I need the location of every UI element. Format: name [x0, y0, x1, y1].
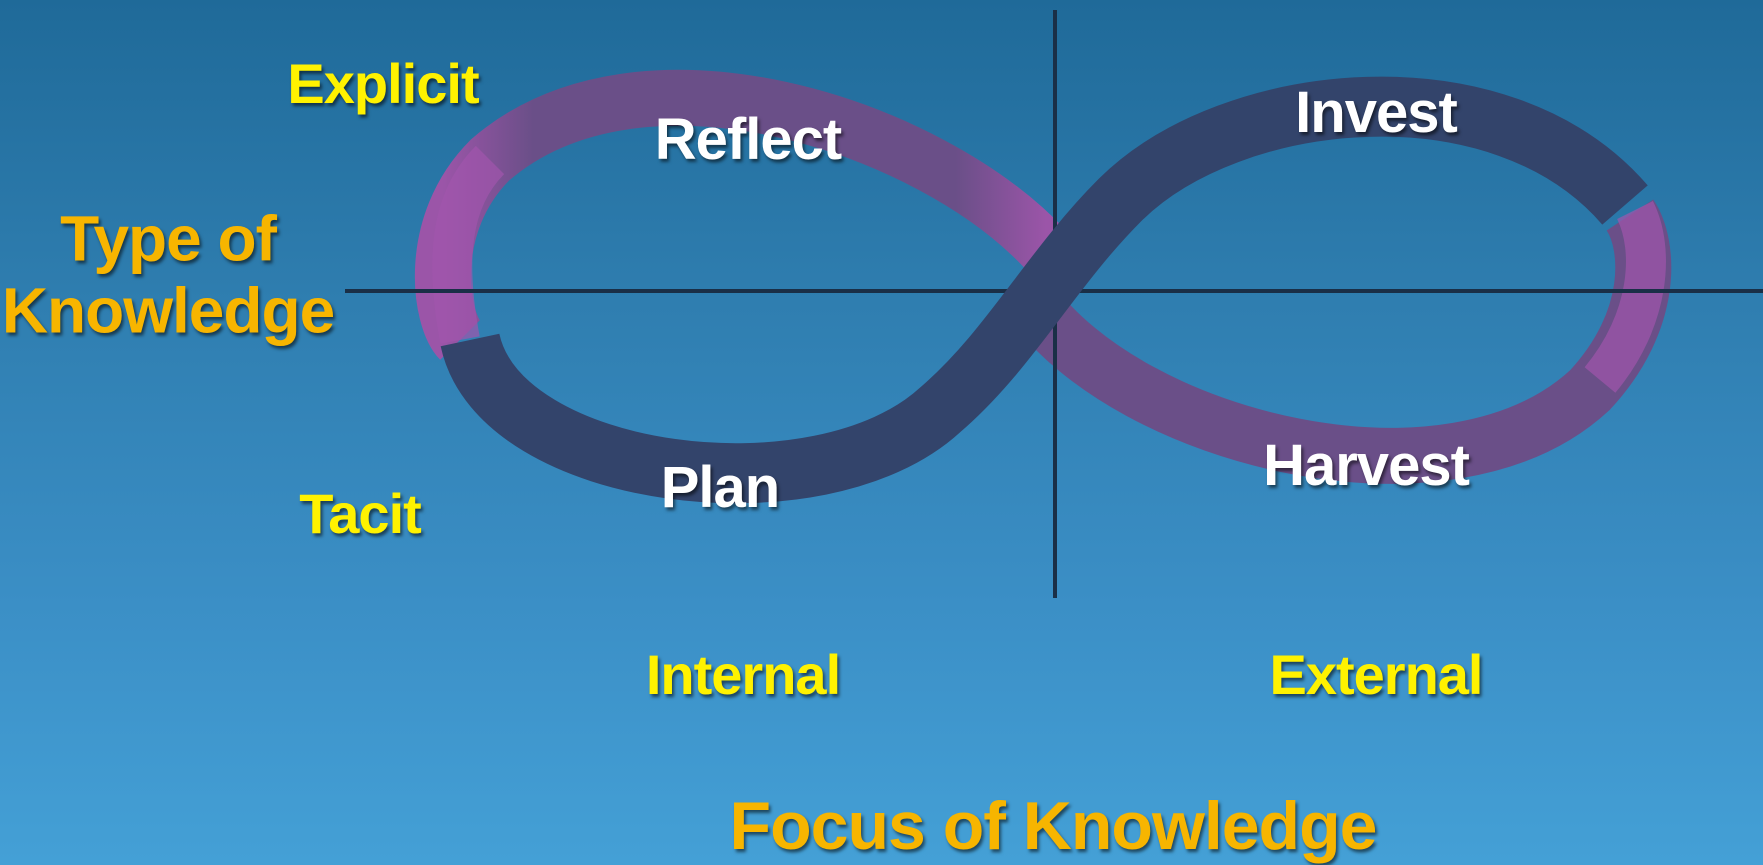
horizontal-axis-left-label: Internal [645, 643, 841, 706]
loop-front-segment [440, 76, 1648, 504]
loop-back-segment-right [1007, 199, 1672, 484]
stage-label-plan: Plan [660, 455, 780, 520]
vertical-axis-title-line1: Type of [60, 202, 277, 275]
loop-edge-left [432, 145, 505, 344]
horizontal-axis-right-label: External [1269, 643, 1484, 706]
vertical-axis-top-label: Explicit [287, 52, 479, 115]
loop-edge-right [1584, 201, 1666, 393]
vertical-axis-title-line2: Knowledge [1, 274, 335, 346]
vertical-axis-title: Type of Knowledge [1, 202, 335, 346]
stage-label-reflect: Reflect [654, 107, 842, 172]
horizontal-axis-title: Focus of Knowledge [729, 788, 1378, 864]
vertical-axis-bottom-label: Tacit [299, 482, 422, 545]
stage-label-harvest: Harvest [1263, 433, 1470, 498]
stage-label-invest: Invest [1295, 80, 1458, 145]
